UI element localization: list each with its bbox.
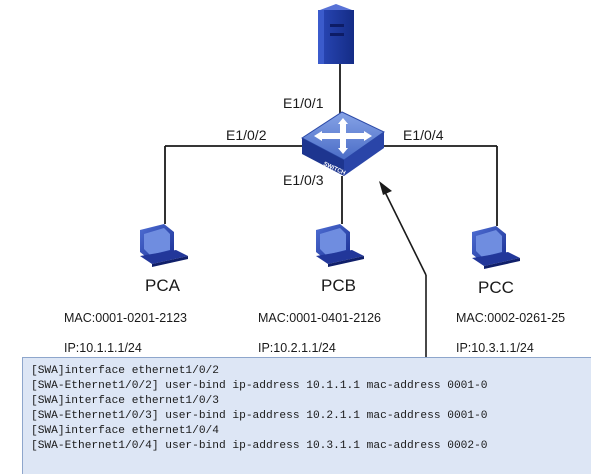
config-line: [SWA-Ethernet1/0/4] user-bind ip-address… — [31, 440, 488, 452]
host-name-pca: PCA — [145, 276, 181, 295]
switch-icon: SWITCH — [301, 111, 385, 177]
server-icon — [318, 4, 354, 64]
port-label-down: E1/0/3 — [283, 172, 324, 188]
network-links — [164, 64, 498, 226]
host-ip-pcb: IP:10.2.1.1/24 — [258, 341, 336, 355]
port-label-right: E1/0/4 — [403, 127, 444, 143]
host-mac-pcc: MAC:0002-0261-25 — [456, 311, 565, 325]
pc-icon — [316, 224, 364, 267]
host-name-pcb: PCB — [321, 276, 356, 295]
host-ip-pcc: IP:10.3.1.1/24 — [456, 341, 534, 355]
config-commands-panel: [SWA]interface ethernet1/0/2 [SWA-Ethern… — [22, 357, 591, 474]
config-line: [SWA]interface ethernet1/0/3 — [31, 395, 219, 407]
config-line: [SWA-Ethernet1/0/2] user-bind ip-address… — [31, 380, 488, 392]
host-mac-pca: MAC:0001-0201-2123 — [64, 311, 187, 325]
pc-icon — [472, 226, 520, 269]
config-line: [SWA]interface ethernet1/0/2 — [31, 365, 219, 377]
host-name-pcc: PCC — [478, 278, 514, 297]
callout-arrow — [379, 181, 427, 357]
host-mac-pcb: MAC:0001-0401-2126 — [258, 311, 381, 325]
port-label-uplink: E1/0/1 — [283, 95, 324, 111]
host-ip-pca: IP:10.1.1.1/24 — [64, 341, 142, 355]
pc-icon — [140, 224, 188, 267]
config-line: [SWA]interface ethernet1/0/4 — [31, 425, 219, 437]
port-label-left: E1/0/2 — [226, 127, 267, 143]
config-line: [SWA-Ethernet1/0/3] user-bind ip-address… — [31, 410, 488, 422]
